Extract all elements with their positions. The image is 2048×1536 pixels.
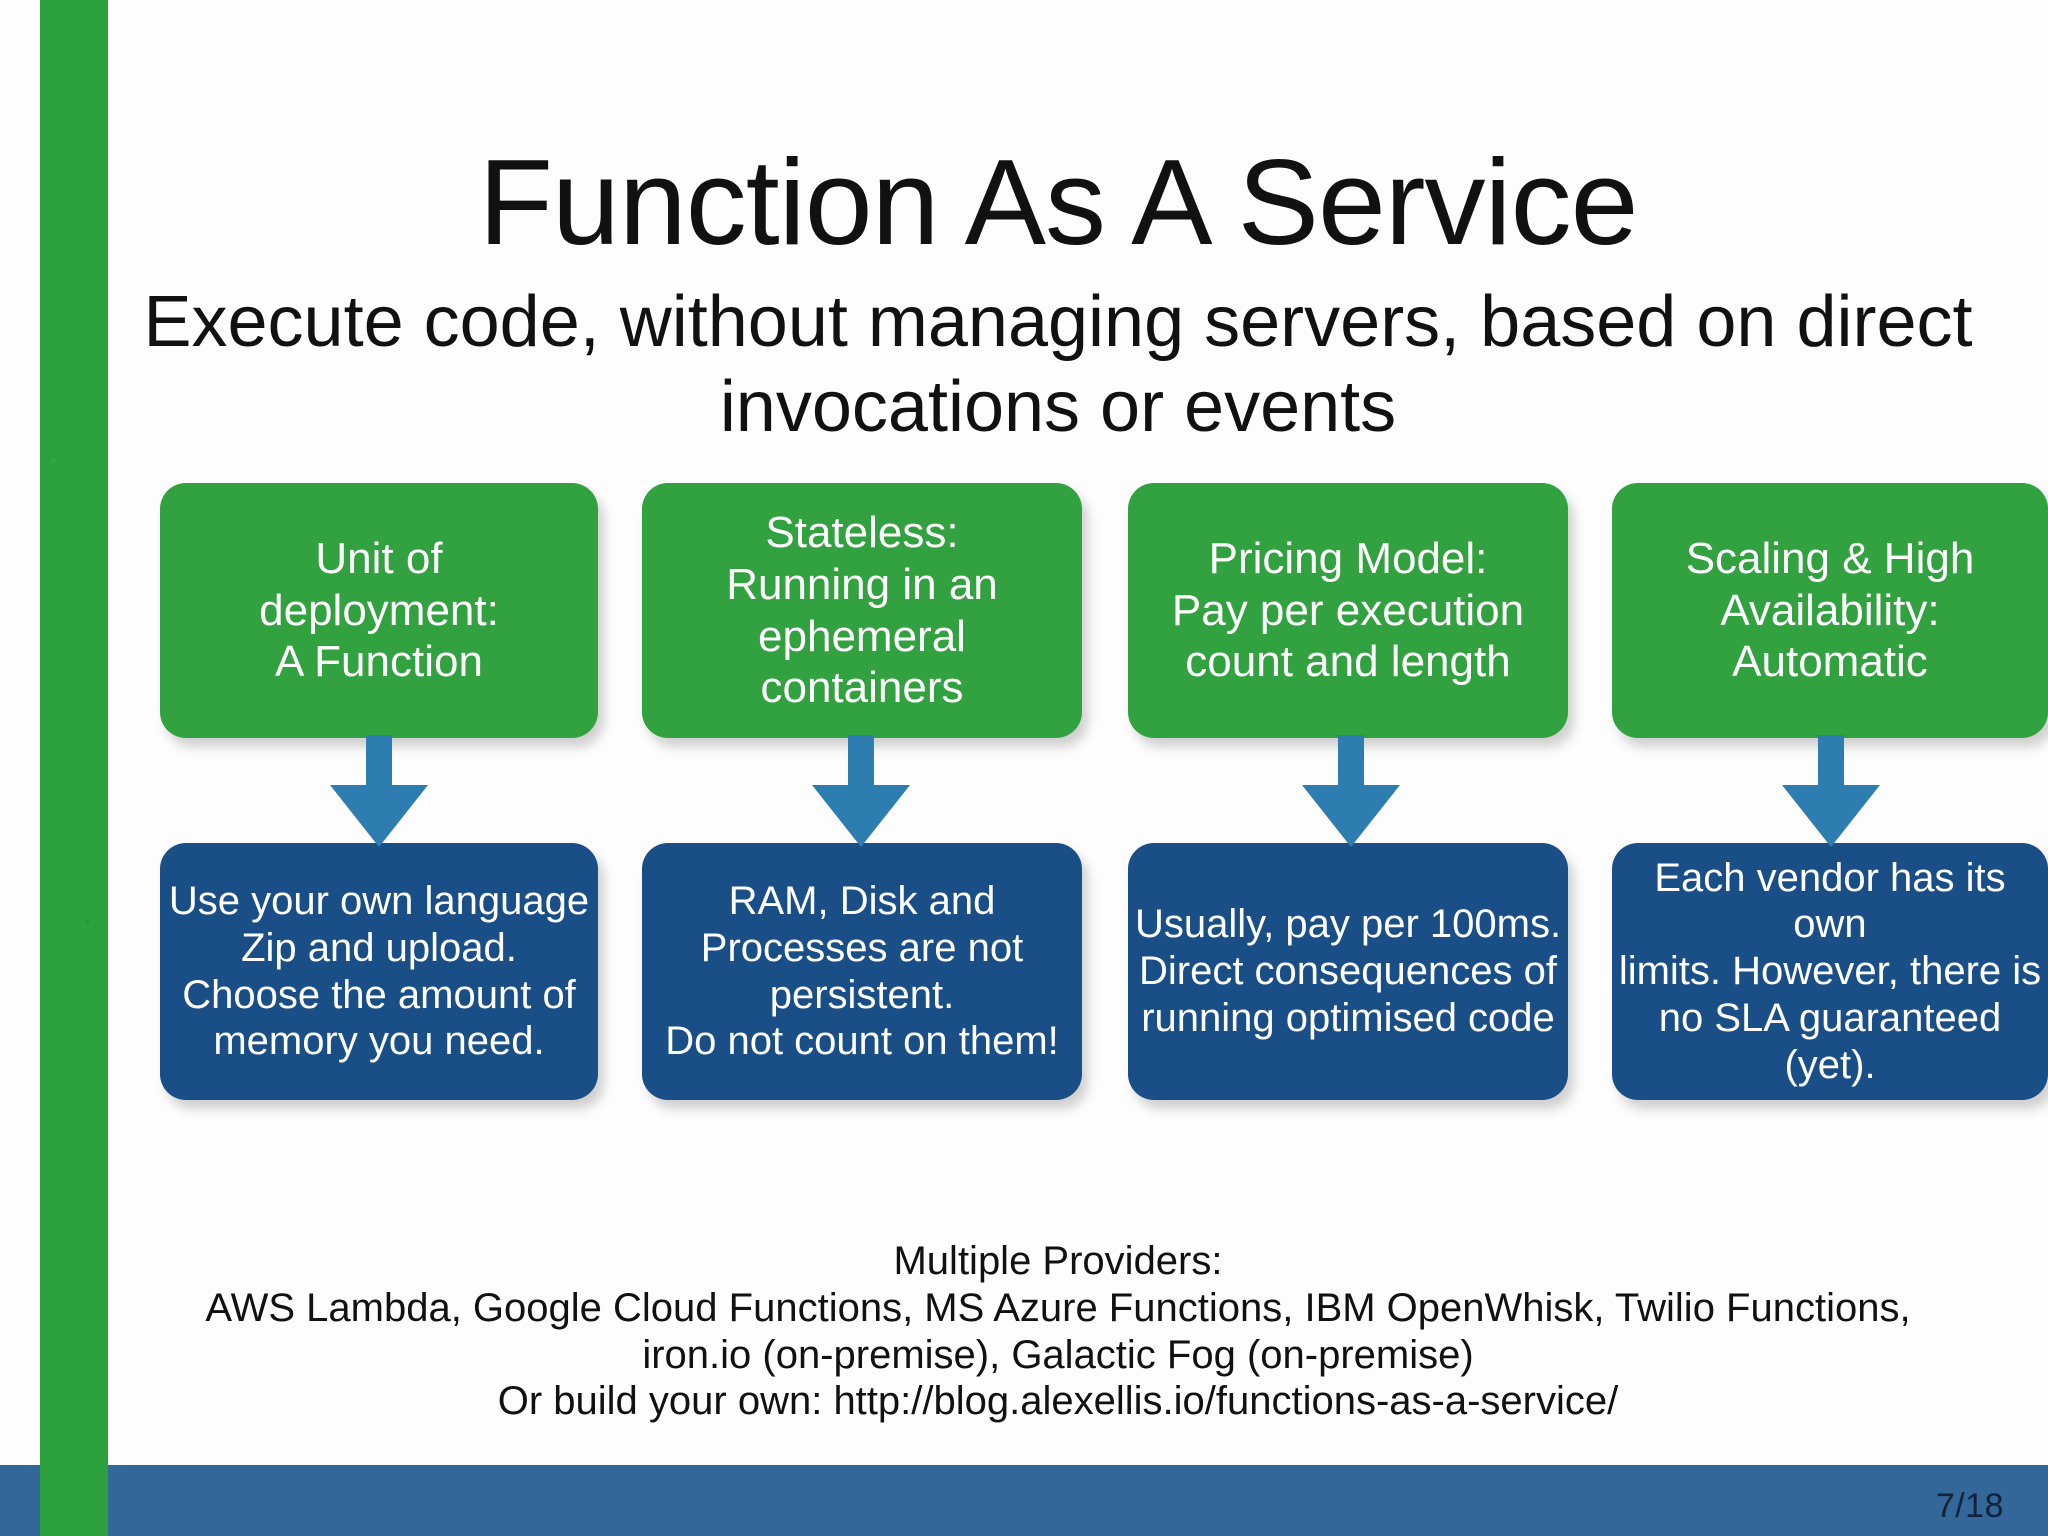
blue-card-3[interactable]: Each vendor has its own limits. However,…: [1612, 843, 2048, 1100]
blue-card-2-text: Usually, pay per 100ms. Direct consequen…: [1129, 901, 1567, 1041]
blue-card-0-line-4: memory you need.: [213, 1019, 545, 1064]
down-arrow-icon-1: [786, 735, 936, 850]
blue-card-2-line-1: Usually, pay per 100ms.: [1134, 902, 1562, 947]
providers-line-1: Multiple Providers:: [893, 1239, 1223, 1283]
green-card-0-line-1: Unit of: [315, 533, 443, 583]
blue-card-0-line-1: Use your own language: [168, 878, 590, 923]
blue-card-0-line-3: Choose the amount of: [182, 972, 576, 1017]
green-card-0[interactable]: Unit of deployment: A Function: [160, 483, 598, 738]
green-card-1-text: Stateless: Running in an ephemeral conta…: [720, 507, 1004, 715]
green-card-3-line-3: Automatic: [1732, 637, 1928, 687]
down-arrow-icon-2: [1276, 735, 1426, 850]
green-card-2-text: Pricing Model: Pay per execution count a…: [1166, 533, 1530, 689]
green-card-2-line-1: Pricing Model:: [1208, 533, 1488, 583]
left-accent-bar: [40, 0, 108, 1536]
green-card-0-line-3: A Function: [275, 637, 483, 687]
providers-line-2: AWS Lambda, Google Cloud Functions, MS A…: [205, 1285, 1911, 1330]
green-card-2-line-3: count and length: [1185, 637, 1511, 687]
blue-card-3-line-3: no SLA guaranteed (yet).: [1658, 995, 2002, 1087]
blue-card-3-text: Each vendor has its own limits. However,…: [1612, 855, 2048, 1089]
subtitle-line-2: invocations or events: [719, 366, 1397, 447]
footer-bar: [0, 1465, 2048, 1536]
green-card-3-line-2: Availability:: [1720, 585, 1940, 635]
blue-card-1-line-3: persistent.: [769, 972, 955, 1017]
subtitle-line-1: Execute code, without managing servers, …: [143, 282, 1973, 362]
green-card-1-line-3: ephemeral: [758, 611, 966, 661]
blue-card-2[interactable]: Usually, pay per 100ms. Direct consequen…: [1128, 843, 1568, 1100]
blue-card-1-text: RAM, Disk and Processes are not persiste…: [659, 878, 1065, 1065]
blue-card-2-line-2: Direct consequences of: [1138, 949, 1557, 994]
blue-card-3-line-1: Each vendor has its own: [1654, 855, 2006, 947]
blue-card-0[interactable]: Use your own language Zip and upload. Ch…: [160, 843, 598, 1100]
blue-card-2-line-3: running optimised code: [1141, 995, 1555, 1040]
blue-card-3-line-2: limits. However, there is: [1618, 949, 2042, 994]
blue-card-0-text: Use your own language Zip and upload. Ch…: [163, 878, 595, 1065]
green-card-0-line-2: deployment:: [259, 585, 499, 635]
green-card-3-line-1: Scaling & High: [1685, 533, 1975, 583]
green-card-2[interactable]: Pricing Model: Pay per execution count a…: [1128, 483, 1568, 738]
blue-card-1-line-2: Processes are not: [700, 925, 1024, 970]
down-arrow-icon-0: [304, 735, 454, 850]
blue-card-0-line-2: Zip and upload.: [241, 925, 517, 970]
blue-card-1-line-1: RAM, Disk and: [728, 878, 996, 923]
green-card-1-line-2: Running in an: [726, 559, 998, 609]
slide-subtitle: Execute code, without managing servers, …: [108, 280, 2008, 450]
green-card-3-text: Scaling & High Availability: Automatic: [1680, 533, 1981, 689]
green-card-0-text: Unit of deployment: A Function: [253, 533, 505, 689]
blue-card-1-line-4: Do not count on them!: [665, 1019, 1059, 1064]
green-card-1-line-1: Stateless:: [765, 507, 959, 557]
green-card-2-line-2: Pay per execution: [1171, 585, 1525, 635]
providers-line-3: iron.io (on-premise), Galactic Fog (on-p…: [642, 1332, 1474, 1377]
green-card-1[interactable]: Stateless: Running in an ephemeral conta…: [642, 483, 1082, 738]
page-number: 7/18: [1935, 1487, 2004, 1525]
page-title: Function As A Service: [478, 133, 1639, 270]
green-card-1-line-4: containers: [760, 663, 964, 713]
down-arrow-icon-3: [1756, 735, 1906, 850]
blue-card-1[interactable]: RAM, Disk and Processes are not persiste…: [642, 843, 1082, 1100]
green-card-3[interactable]: Scaling & High Availability: Automatic: [1612, 483, 2048, 738]
providers-block: Multiple Providers: AWS Lambda, Google C…: [108, 1238, 2008, 1425]
providers-line-4: Or build your own: http://blog.alexellis…: [497, 1379, 1619, 1424]
